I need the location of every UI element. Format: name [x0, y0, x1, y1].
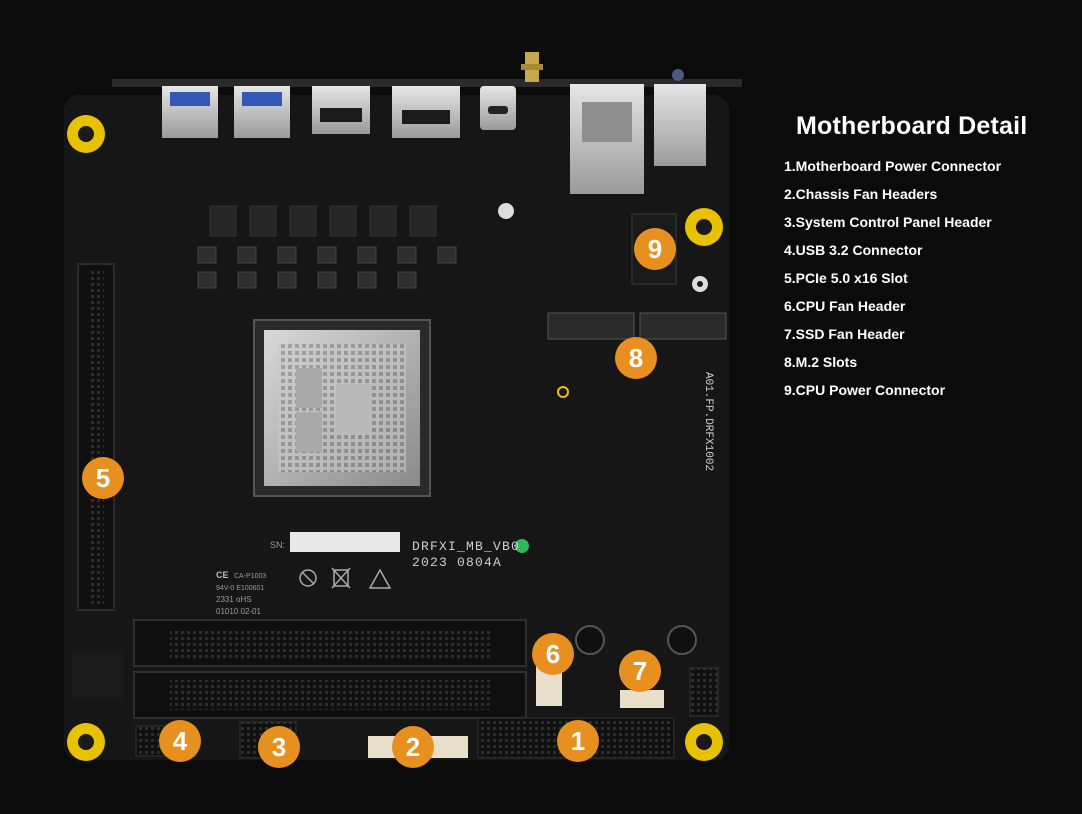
compliance-icons	[299, 567, 392, 589]
legend-item: 7.SSD Fan Header	[784, 326, 905, 342]
green-dot	[515, 539, 529, 553]
marker-5-label: 5	[96, 463, 110, 493]
cert-text: 2331 oHS	[216, 595, 252, 604]
legend-item: 4.USB 3.2 Connector	[784, 242, 923, 258]
legend-item: 8.M.2 Slots	[784, 354, 858, 370]
marker-7	[619, 650, 661, 692]
legend-title: Motherboard Detail	[796, 112, 1028, 140]
marker-8	[615, 337, 657, 379]
cert-text: CE	[216, 570, 229, 580]
marker-6	[532, 633, 574, 675]
marker-4-label: 4	[173, 726, 188, 756]
legend-item: 2.Chassis Fan Headers	[784, 186, 938, 202]
misc-header	[689, 667, 719, 717]
board-date-text: 2023 0804A	[412, 555, 502, 570]
motherboard-photo: SN: DRFXI_MB_VB0 2023 0804A A01.FP.DRFX1…	[64, 52, 742, 768]
marker-8-label: 8	[629, 343, 643, 373]
cert-text: CA-P1003	[234, 573, 266, 580]
marker-7-label: 7	[633, 656, 647, 686]
mounting-holes	[67, 115, 723, 761]
marker-9	[634, 228, 676, 270]
cpu-package	[253, 319, 431, 497]
cert-text: 94V-0 E100601	[216, 585, 264, 592]
legend-item: 9.CPU Power Connector	[784, 382, 946, 398]
cert-text: 01010 02-01	[216, 607, 261, 616]
sn-label: SN:	[270, 540, 285, 550]
ssd-fan-header	[620, 690, 664, 708]
marker-3-label: 3	[272, 732, 286, 762]
marker-1	[557, 720, 599, 762]
marker-2-label: 2	[406, 732, 420, 762]
legend-item: 6.CPU Fan Header	[784, 298, 906, 314]
marker-3	[258, 726, 300, 768]
io-bracket	[112, 79, 742, 87]
serial-sticker	[290, 532, 400, 552]
hdmi-ports	[312, 86, 460, 138]
legend-item: 3.System Control Panel Header	[784, 214, 992, 230]
callout-markers: 1 2 3 4 5 6 7 8 9	[82, 228, 676, 768]
marker-4	[159, 720, 201, 762]
legend-item: 5.PCIe 5.0 x16 Slot	[784, 270, 908, 286]
marker-1-label: 1	[571, 726, 585, 756]
marker-2	[392, 726, 434, 768]
pcie-slot	[72, 263, 124, 700]
rear-usb-ports	[162, 86, 290, 138]
board-model-text: DRFXI_MB_VB0	[412, 539, 520, 554]
capacitor	[575, 625, 605, 655]
m2-slots	[547, 312, 727, 398]
detail-legend: Motherboard Detail 1.Motherboard Power C…	[784, 112, 1074, 407]
marker-9-label: 9	[648, 234, 662, 264]
board-side-label: A01.FP.DRFX1002	[702, 372, 714, 471]
lan-port-2	[654, 84, 706, 166]
sodimm-slots	[133, 619, 527, 719]
audio-jack	[672, 69, 684, 81]
legend-item: 1.Motherboard Power Connector	[784, 158, 1002, 174]
vrm-chokes	[209, 205, 437, 237]
marker-6-label: 6	[546, 639, 560, 669]
marker-5	[82, 457, 124, 499]
legend-list: 1.Motherboard Power Connector 2.Chassis …	[784, 155, 1074, 407]
capacitor	[667, 625, 697, 655]
